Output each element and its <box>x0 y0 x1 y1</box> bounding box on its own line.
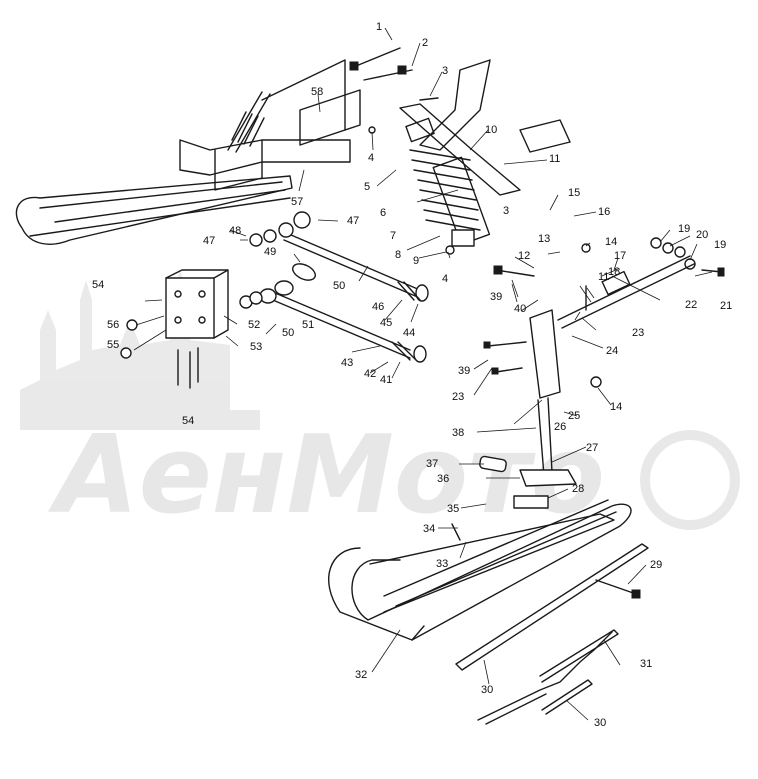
callout-label: 10 <box>485 124 497 136</box>
callout-label: 11 <box>598 271 609 283</box>
callout-label: 48 <box>229 225 241 237</box>
spindle <box>479 309 577 509</box>
callout-label: 54 <box>182 415 194 427</box>
leader-lines <box>133 27 713 721</box>
callout-label: 13 <box>538 233 550 245</box>
callout-label: 58 <box>311 86 323 98</box>
washers <box>120 126 696 388</box>
callout-label: 39 <box>490 291 502 303</box>
callout-label: 15 <box>568 187 580 199</box>
callout-label: 31 <box>640 658 652 670</box>
callout-label: 39 <box>458 365 470 377</box>
callout-label: 29 <box>650 559 662 571</box>
callout-label: 56 <box>107 319 119 331</box>
callout-label: 19 <box>714 239 726 251</box>
ski-assembly-rear <box>15 175 293 245</box>
callout-label: 41 <box>380 374 392 386</box>
callout-label: 49 <box>264 246 276 258</box>
watermark: АенМото <box>20 270 740 538</box>
callout-label: 12 <box>518 250 530 262</box>
spindle-housing <box>179 59 361 191</box>
tie-rod <box>557 255 695 329</box>
callout-label: 26 <box>554 421 566 433</box>
watermark-wheel-icon <box>640 430 740 530</box>
callout-label: 45 <box>380 317 392 329</box>
callout-label: 43 <box>341 357 353 369</box>
callout-label: 6 <box>380 207 386 219</box>
callout-label: 23 <box>632 327 644 339</box>
callout-label: 4 <box>368 152 374 164</box>
callout-label: 14 <box>610 401 622 413</box>
callout-label: 57 <box>291 196 303 208</box>
callout-label: 47 <box>347 215 359 227</box>
callout-label: 27 <box>586 442 598 454</box>
callout-label: 36 <box>437 473 449 485</box>
callout-label: 7 <box>390 230 396 242</box>
callout-label: 33 <box>436 558 448 570</box>
callout-label: 9 <box>413 255 419 267</box>
callout-label: 53 <box>250 341 262 353</box>
callout-label: 8 <box>395 249 401 261</box>
callout-label: 37 <box>426 458 438 470</box>
callout-labels: 1 2 3 58 4 10 11 5 6 15 16 57 47 3 7 47 … <box>92 21 732 729</box>
callout-label: 54 <box>92 279 104 291</box>
callout-label: 32 <box>355 669 367 681</box>
callout-label: 3 <box>442 65 448 77</box>
callout-label: 21 <box>720 300 732 312</box>
callout-label: 16 <box>598 206 610 218</box>
radius-rods <box>259 231 429 363</box>
callout-label: 22 <box>685 299 697 311</box>
ski-assembly-front <box>328 499 649 725</box>
watermark-church-silhouette <box>20 270 260 430</box>
watermark-logo-text: АенМото <box>47 413 605 538</box>
callout-label: 4 <box>442 273 448 285</box>
callout-label: 24 <box>606 345 618 357</box>
callout-label: 34 <box>423 523 435 535</box>
upper-bracket <box>399 59 571 196</box>
callout-label: 19 <box>678 223 690 235</box>
callout-label: 47 <box>203 235 215 247</box>
callout-label: 18 <box>608 266 620 278</box>
callout-label: 30 <box>594 717 606 729</box>
callout-label: 30 <box>481 684 493 696</box>
front-shock <box>405 117 491 247</box>
callout-label: 52 <box>248 319 260 331</box>
callout-label: 3 <box>503 205 509 217</box>
bolts <box>349 47 725 599</box>
callout-label: 51 <box>302 319 314 331</box>
callout-label: 38 <box>452 427 464 439</box>
callout-label: 35 <box>447 503 459 515</box>
callout-label: 55 <box>107 339 119 351</box>
mounting-bracket <box>165 269 229 389</box>
callout-label: 5 <box>364 181 370 193</box>
rear-shock <box>227 91 271 153</box>
callout-label: 2 <box>422 37 428 49</box>
callout-label: 40 <box>514 303 526 315</box>
callout-label: 17 <box>614 250 626 262</box>
callout-label: 28 <box>572 483 584 495</box>
callout-label: 20 <box>696 229 708 241</box>
callout-label: 44 <box>403 327 415 339</box>
callout-label: 46 <box>372 301 384 313</box>
callout-label: 50 <box>333 280 345 292</box>
callout-label: 1 <box>376 21 382 33</box>
callout-label: 14 <box>605 236 617 248</box>
callout-label: 42 <box>364 368 376 380</box>
callout-label: 11 <box>549 153 560 165</box>
callout-label: 50 <box>282 327 294 339</box>
callout-label: 25 <box>568 410 580 422</box>
callout-label: 23 <box>452 391 464 403</box>
